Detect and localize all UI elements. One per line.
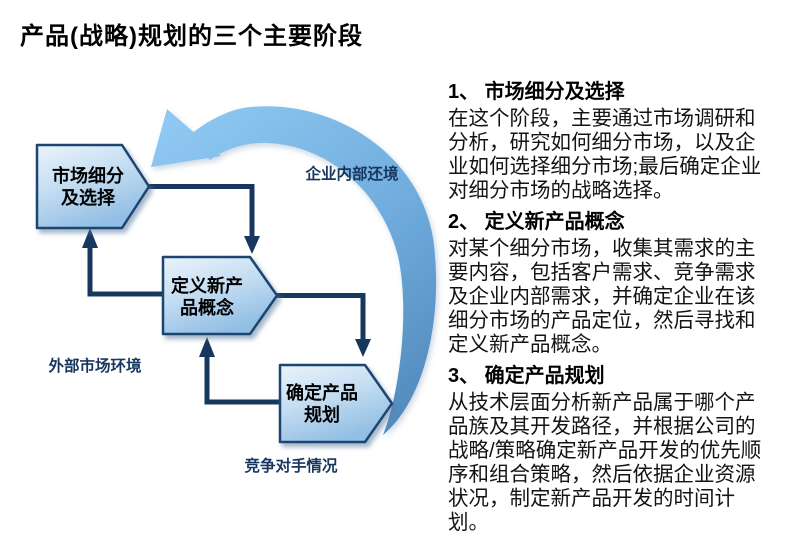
arrowhead-up-icon: [199, 337, 215, 357]
connector-stage3-to-stage2: [204, 355, 280, 405]
process-diagram: 市场细分 及选择 定义新产 品概念 确定产品 规划 企业内部还境 外部市场环境 …: [35, 106, 437, 475]
section-3-body: 从技术层面分析新产品属于哪个产品族及其开发路径，并根据公司的战略/策略确定新产品…: [448, 391, 762, 534]
stage-2-label-line2: 品概念: [180, 297, 234, 318]
section-1: 1、 市场细分及选择 在这个阶段，主要通过市场调研和分析，研究如何细分市场，以及…: [448, 80, 770, 203]
stage-2-chevron: 定义新产 品概念: [161, 255, 279, 336]
arrowhead-up-icon: [82, 228, 98, 248]
internal-environment-label: 企业内部还境: [304, 164, 399, 183]
section-3: 3、 确定产品规划 从技术层面分析新产品属于哪个产品族及其开发路径，并根据公司的…: [448, 364, 770, 535]
connector-arrowheads: [82, 228, 371, 357]
stage-3-label-line1: 确定产品: [286, 382, 358, 403]
stage-2-label-line1: 定义新产: [171, 275, 243, 296]
stage-3-label-line2: 规划: [304, 404, 340, 425]
connector-stage2-to-stage3: [277, 293, 366, 341]
stage-1-chevron: 市场细分 及选择: [35, 143, 151, 230]
arrowhead-down-icon: [244, 236, 260, 254]
stage-3-chevron: 确定产品 规划: [278, 363, 394, 444]
stage-2-shape: [161, 255, 279, 336]
section-2-body: 对某个细分市场，收集其需求的主要内容，包括客户需求、竞争需求及企业内部需求，并确…: [448, 237, 756, 356]
stage-1-shape: [35, 143, 151, 230]
stage-1-label-line2: 及选择: [61, 187, 116, 208]
section-3-heading: 3、 确定产品规划: [448, 365, 605, 387]
stage-3-shape: [278, 363, 394, 444]
external-market-label: 外部市场环境: [48, 356, 142, 375]
cycle-arrow: [151, 106, 437, 435]
connectors: [87, 184, 366, 405]
page-title: 产品(战略)规划的三个主要阶段: [20, 23, 363, 50]
arrowhead-down-icon: [355, 339, 371, 357]
competitors-label: 竞争对手情况: [244, 456, 338, 475]
section-1-body: 在这个阶段，主要通过市场调研和分析，研究如何细分市场，以及企业如何选择细分市场;…: [448, 107, 762, 202]
connector-stage2-to-stage1: [87, 247, 163, 297]
cycle-arrow-body: [190, 106, 437, 435]
stage-1-label-line1: 市场细分: [52, 165, 124, 186]
connector-stage1-to-stage2: [149, 184, 255, 238]
cycle-arrowhead-icon: [151, 109, 221, 167]
explanation-panel: 1、 市场细分及选择 在这个阶段，主要通过市场调研和分析，研究如何细分市场，以及…: [448, 80, 770, 542]
section-2-heading: 2、 定义新产品概念: [448, 211, 625, 233]
section-1-heading: 1、 市场细分及选择: [448, 81, 625, 103]
section-2: 2、 定义新产品概念 对某个细分市场，收集其需求的主要内容，包括客户需求、竞争需…: [448, 210, 770, 357]
